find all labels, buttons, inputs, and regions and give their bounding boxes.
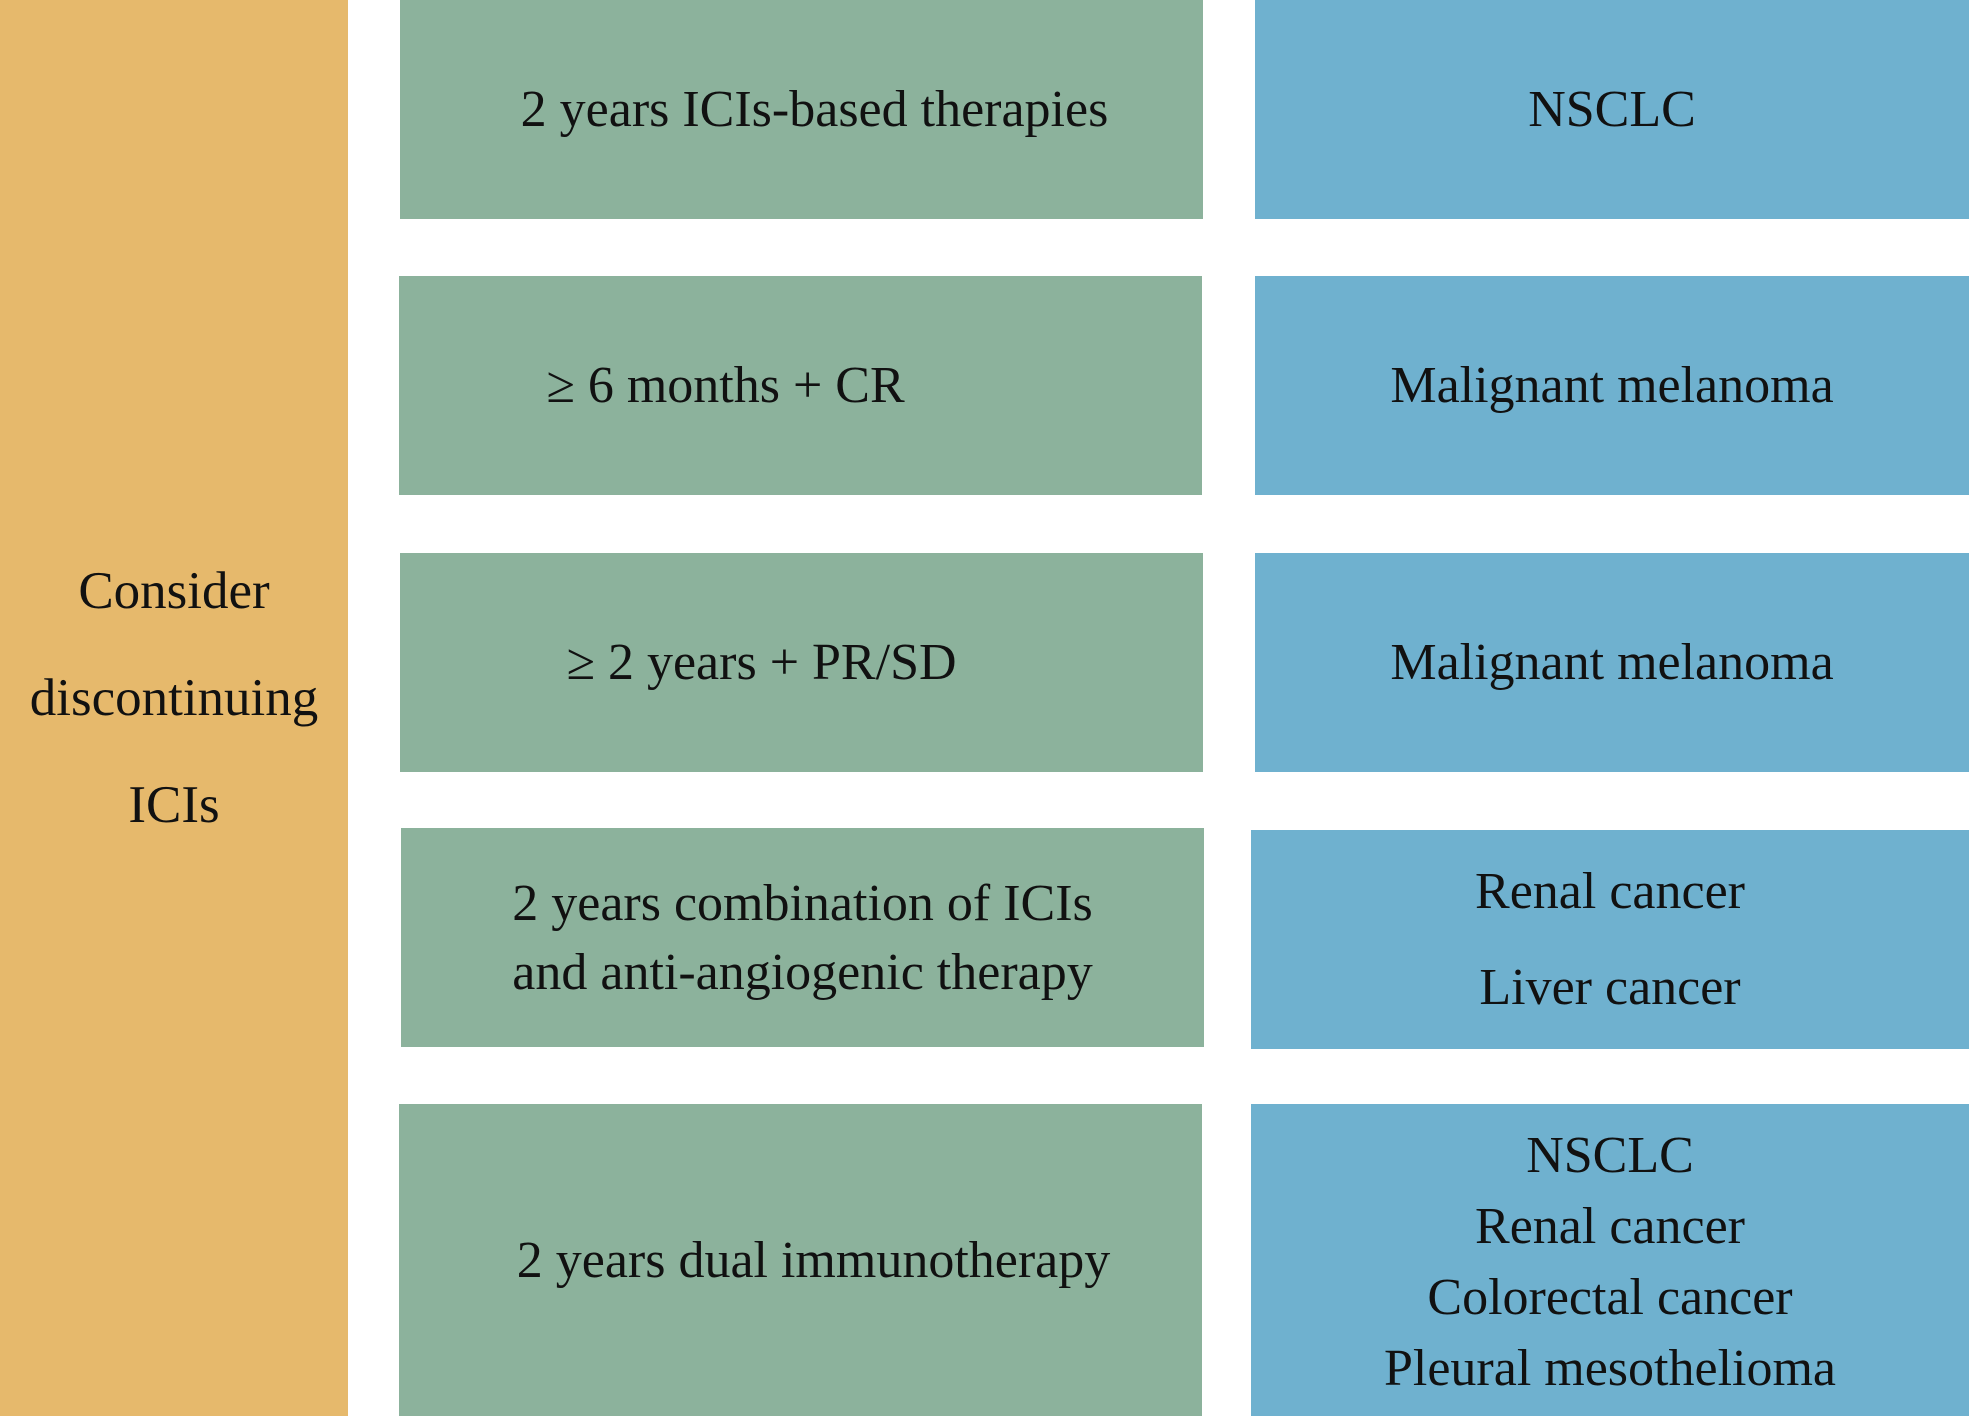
- condition-box-4: 2 years combination of ICIs and anti-ang…: [401, 828, 1204, 1047]
- action-box: Consider discontinuing ICIs: [0, 0, 348, 1416]
- condition-text: ≥ 6 months + CR: [546, 357, 905, 414]
- condition-box-1: 2 years ICIs-based therapies: [400, 0, 1203, 219]
- condition-text-block: 2 years combination of ICIs and anti-ang…: [512, 869, 1093, 1007]
- cancer-box-5: NSCLC Renal cancer Colorectal cancer Ple…: [1251, 1104, 1969, 1416]
- cancer-label: Renal cancer: [1475, 1198, 1745, 1255]
- condition-box-2: ≥ 6 months + CR: [399, 276, 1202, 495]
- cancer-box-2: Malignant melanoma: [1255, 276, 1969, 495]
- condition-text: 2 years dual immunotherapy: [516, 1231, 1111, 1289]
- cancer-label: Malignant melanoma: [1390, 357, 1834, 414]
- cancer-box-1: NSCLC: [1255, 0, 1969, 219]
- cancer-label: Renal cancer: [1475, 862, 1745, 920]
- cancer-box-4: Renal cancer Liver cancer: [1251, 830, 1969, 1049]
- action-line: Consider: [78, 561, 270, 620]
- condition-text: ≥ 2 years + PR/SD: [566, 634, 957, 691]
- condition-text: 2 years ICIs-based therapies: [520, 81, 1109, 138]
- condition-text: and anti-angiogenic therapy: [512, 943, 1093, 1001]
- cancer-label: NSCLC: [1528, 81, 1696, 138]
- condition-box-3: ≥ 2 years + PR/SD: [400, 553, 1203, 772]
- action-line: ICIs: [128, 775, 220, 834]
- cancer-label: Colorectal cancer: [1427, 1269, 1793, 1326]
- cancer-label: Malignant melanoma: [1390, 634, 1834, 691]
- cancer-label: Liver cancer: [1479, 958, 1741, 1016]
- cancer-box-3: Malignant melanoma: [1255, 553, 1969, 772]
- cancer-label: Pleural mesothelioma: [1383, 1340, 1836, 1397]
- condition-box-5: 2 years dual immunotherapy: [399, 1104, 1202, 1416]
- condition-text: 2 years combination of ICIs: [512, 874, 1093, 932]
- cancer-label: NSCLC: [1526, 1127, 1694, 1184]
- action-line: discontinuing: [29, 668, 319, 727]
